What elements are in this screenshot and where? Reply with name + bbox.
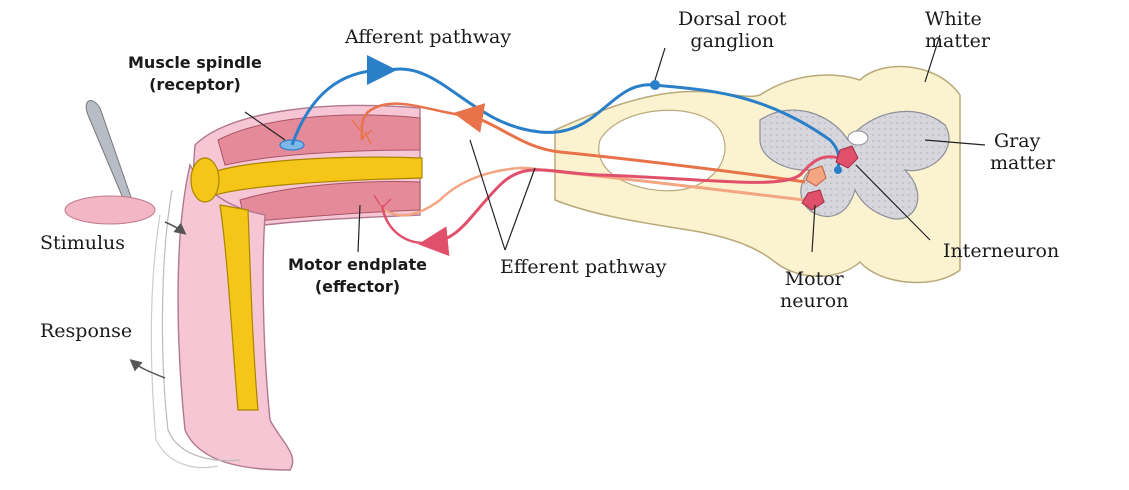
label-response: Response xyxy=(40,320,132,342)
label-motor-neuron: Motor neuron xyxy=(780,268,848,312)
label-stimulus: Stimulus xyxy=(40,232,125,254)
label-interneuron: Interneuron xyxy=(943,240,1059,262)
muscle-spindle-text: Muscle spindle xyxy=(128,52,262,74)
white-text: White xyxy=(925,8,990,30)
response-arrow xyxy=(133,362,165,378)
gray-text: Gray xyxy=(990,130,1055,152)
label-efferent-pathway: Efferent pathway xyxy=(500,256,667,278)
ganglion-text: ganglion xyxy=(678,30,787,52)
label-dorsal-root-ganglion: Dorsal root ganglion xyxy=(678,8,787,52)
effector-text: (effector) xyxy=(288,276,427,298)
motor-text: Motor xyxy=(780,268,848,290)
label-muscle-spindle: Muscle spindle (receptor) xyxy=(128,52,262,96)
neuron-text: neuron xyxy=(780,290,848,312)
gray-matter-text: matter xyxy=(990,152,1055,174)
label-white-matter: White matter xyxy=(925,8,990,52)
white-matter-text: matter xyxy=(925,30,990,52)
label-motor-endplate: Motor endplate (effector) xyxy=(288,254,427,298)
label-afferent-pathway: Afferent pathway xyxy=(345,26,511,48)
motor-endplate-text: Motor endplate xyxy=(288,254,427,276)
dorsal-root-text: Dorsal root xyxy=(678,8,787,30)
reflex-hammer xyxy=(65,101,155,224)
receptor-text: (receptor) xyxy=(128,74,262,96)
label-gray-matter: Gray matter xyxy=(990,130,1055,174)
